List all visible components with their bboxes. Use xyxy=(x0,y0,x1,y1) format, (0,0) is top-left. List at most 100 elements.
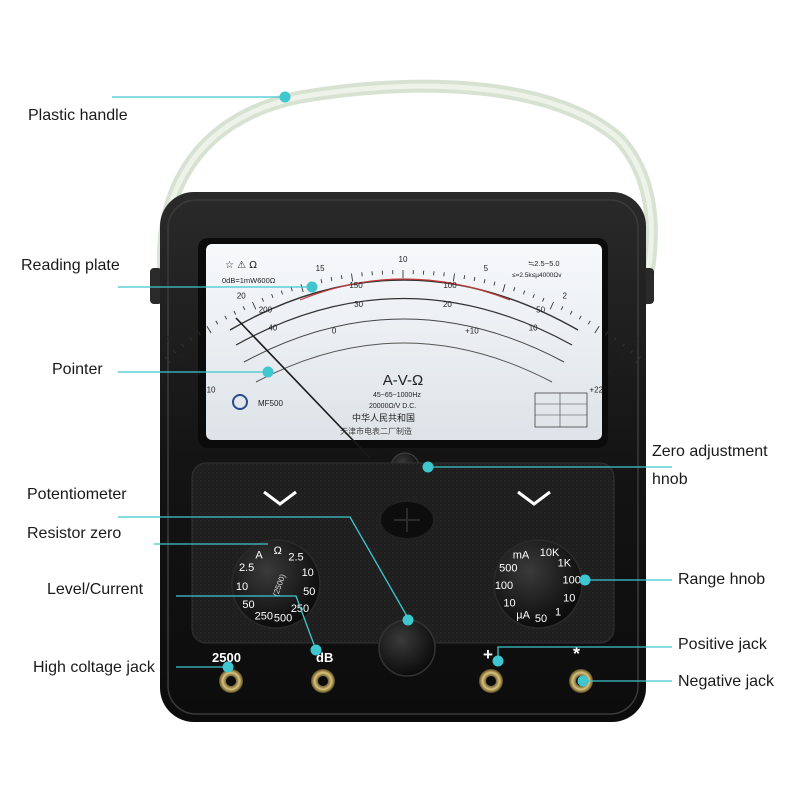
chinese-maker: 天津市电表二厂制造 xyxy=(340,426,412,436)
right-chevron-icon xyxy=(517,490,551,506)
model-label: MF500 xyxy=(258,399,283,408)
dial-label: 50 xyxy=(242,599,254,611)
high-voltage-jack[interactable] xyxy=(219,669,243,693)
scale-tick xyxy=(215,320,219,325)
scale-tick xyxy=(629,349,634,354)
sensitivity-spec: 20000Ω/V D.C. xyxy=(369,403,416,410)
pointer-needle xyxy=(235,317,371,459)
scale-tick xyxy=(613,337,617,342)
scale-tick xyxy=(351,273,354,282)
scale-tick xyxy=(473,276,476,282)
scale-tick xyxy=(569,310,573,315)
leader-potentiometer xyxy=(118,516,409,619)
scale-label: 40 xyxy=(268,323,277,332)
scale-tick xyxy=(635,356,642,363)
scale-tick xyxy=(189,337,193,342)
negative-jack-label: * xyxy=(573,644,580,664)
scale-tick xyxy=(452,273,455,282)
scale-tick xyxy=(242,306,246,311)
scale-tick xyxy=(587,320,591,325)
scale-tick xyxy=(493,281,496,286)
label-range-knob: Range hnob xyxy=(678,571,766,588)
frequency-spec: 45~65~1000Hz xyxy=(373,392,421,399)
scale-label: 0 xyxy=(608,368,613,377)
dial-label: 500 xyxy=(499,563,517,575)
dial-label: 250 xyxy=(255,611,273,623)
function-label: A-V-Ω xyxy=(383,372,423,389)
scale-label: 10 xyxy=(529,323,538,332)
scale-tick xyxy=(340,275,343,280)
scale-tick xyxy=(290,287,293,292)
scale-label: 50 xyxy=(536,306,545,315)
scale-label: 20 xyxy=(443,300,452,309)
spec-top-right: ≒2.5~5.0 xyxy=(528,259,560,268)
dial-label: 250 xyxy=(291,603,309,615)
dial-label: 10 xyxy=(236,581,248,593)
high-voltage-jack-label: 2500 xyxy=(212,650,241,665)
db-jack[interactable] xyxy=(311,669,335,693)
left-handle-lug xyxy=(150,268,162,304)
scale-tick xyxy=(605,331,609,336)
dial-label: Ω xyxy=(274,545,282,557)
scale-tick xyxy=(542,297,545,302)
scale-tick xyxy=(206,325,212,334)
dial-label: 2.5 xyxy=(239,562,254,574)
dial-label: µA xyxy=(516,610,530,622)
dial-label: 10 xyxy=(302,567,314,579)
scale-label: 150 xyxy=(349,281,363,290)
spec-top-right-2: ≤=2.5k≤µ4000Ωv xyxy=(512,272,562,279)
dial-label: 100 xyxy=(563,574,581,586)
dial-label: 50 xyxy=(535,613,547,625)
scale-tick xyxy=(224,315,228,320)
scale-tick xyxy=(532,293,535,299)
scale-label: 250 xyxy=(178,353,192,362)
scale-label: 30 xyxy=(166,335,175,344)
dial-label: 100 xyxy=(495,580,513,592)
zero-db-note: 0dB=1mW600Ω xyxy=(222,276,276,285)
scale-tick xyxy=(197,331,201,336)
scale-label: 2 xyxy=(562,291,567,300)
scale-label: +22 xyxy=(590,386,604,395)
speaker-grille xyxy=(381,502,433,538)
db-jack-label: dB xyxy=(316,650,333,665)
dial-label: 2.5 xyxy=(288,552,303,564)
positive-jack[interactable] xyxy=(479,669,503,693)
scale-tick xyxy=(233,310,237,315)
scale-label: 50 xyxy=(192,368,201,377)
scale-tick xyxy=(280,290,284,295)
callout-lines xyxy=(112,96,672,682)
label-reading-plate: Reading plate xyxy=(21,257,120,274)
scale-label: 5 xyxy=(484,264,489,273)
scale-tick xyxy=(549,301,554,310)
scale-tick xyxy=(483,279,486,284)
scale-tick xyxy=(252,301,257,310)
dial-label: 10 xyxy=(503,598,515,610)
brand-logo-icon xyxy=(232,394,248,410)
scale-tick xyxy=(578,315,582,320)
positive-jack-label: + xyxy=(483,645,493,664)
scale-label: 200 xyxy=(259,306,273,315)
scale-tick xyxy=(181,343,185,348)
chinese-country: 中华人民共和国 xyxy=(352,412,415,424)
scale-label: 10 xyxy=(399,255,408,264)
scale-label: 20 xyxy=(237,291,246,300)
dial-label: A xyxy=(255,550,263,562)
label-zero-adjustment-2: hnob xyxy=(652,471,688,488)
plastic-handle xyxy=(157,79,658,307)
label-zero-adjustment-1: Zero adjustment xyxy=(652,443,768,460)
scale-label: +10 xyxy=(465,327,479,336)
label-resistor-zero: Resistor zero xyxy=(27,525,122,542)
potentiometer-knob[interactable] xyxy=(378,619,436,677)
scale-label: 100 xyxy=(443,281,457,290)
svg-text:☆ ⚠ Ω: ☆ ⚠ Ω xyxy=(225,260,257,271)
scale-tick xyxy=(502,284,506,293)
scale-tick xyxy=(300,284,304,293)
dial-label: mA xyxy=(513,550,530,562)
label-pointer: Pointer xyxy=(52,361,103,378)
label-positive-jack: Positive jack xyxy=(678,636,767,653)
scale-tick xyxy=(330,276,333,282)
